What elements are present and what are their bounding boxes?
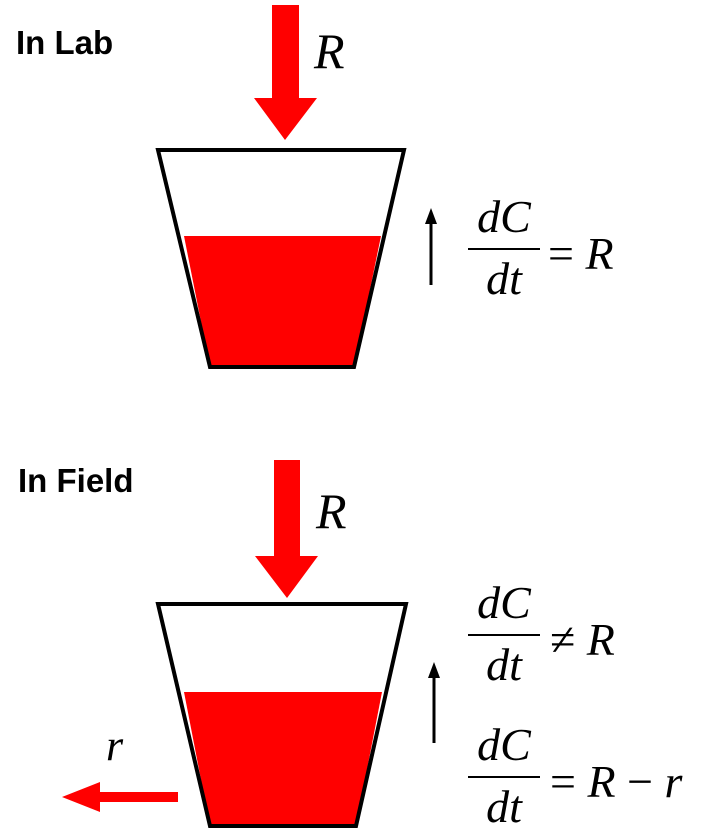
field-rate-fraction-2: dC dt — [468, 722, 540, 832]
field-rate-1-relation: ≠ — [550, 614, 576, 665]
field-rise-arrow — [428, 662, 440, 743]
field-inflow-label: R — [316, 483, 347, 539]
lab-rate-numerator: dC — [477, 191, 531, 242]
field-rate-1-value: R — [586, 614, 615, 665]
lab-inflow-label: R — [314, 23, 345, 79]
field-rate-2-value-b: r — [664, 756, 683, 807]
fraction-bar — [468, 248, 540, 250]
lab-rise-arrow — [425, 208, 437, 285]
lab-rate-rhs: = R — [548, 231, 614, 277]
field-rate-fraction-1: dC dt — [468, 580, 540, 690]
lab-rate-value: R — [585, 228, 614, 279]
lab-beaker-outline — [155, 148, 407, 369]
field-rate-1-rhs: ≠ R — [550, 617, 615, 663]
lab-title: In Lab — [16, 24, 114, 61]
fraction-bar — [468, 776, 540, 778]
field-rate-2-relation: = — [550, 756, 576, 807]
lab-fluid — [184, 236, 381, 367]
lab-rate-denominator: dt — [486, 253, 522, 304]
lab-rate-relation: = — [548, 228, 574, 279]
fraction-bar — [468, 634, 540, 636]
field-rate-2-numerator: dC — [477, 719, 531, 770]
field-rate-2-minus: − — [627, 756, 654, 807]
field-outflow-arrow — [62, 782, 178, 812]
field-rate-2-denominator: dt — [486, 781, 522, 832]
field-inflow-arrow — [255, 460, 318, 598]
field-rate-1-numerator: dC — [477, 577, 531, 628]
field-rate-2-rhs: = R − r — [550, 759, 682, 805]
field-outflow-label: r — [106, 721, 124, 770]
field-beaker-outline — [155, 602, 409, 828]
field-title: In Field — [18, 462, 134, 499]
lab-rate-fraction: dC dt — [468, 194, 540, 304]
field-rate-2-value-a: R — [587, 756, 616, 807]
field-fluid — [184, 692, 382, 826]
lab-inflow-arrow — [254, 5, 317, 140]
field-rate-1-denominator: dt — [486, 639, 522, 690]
